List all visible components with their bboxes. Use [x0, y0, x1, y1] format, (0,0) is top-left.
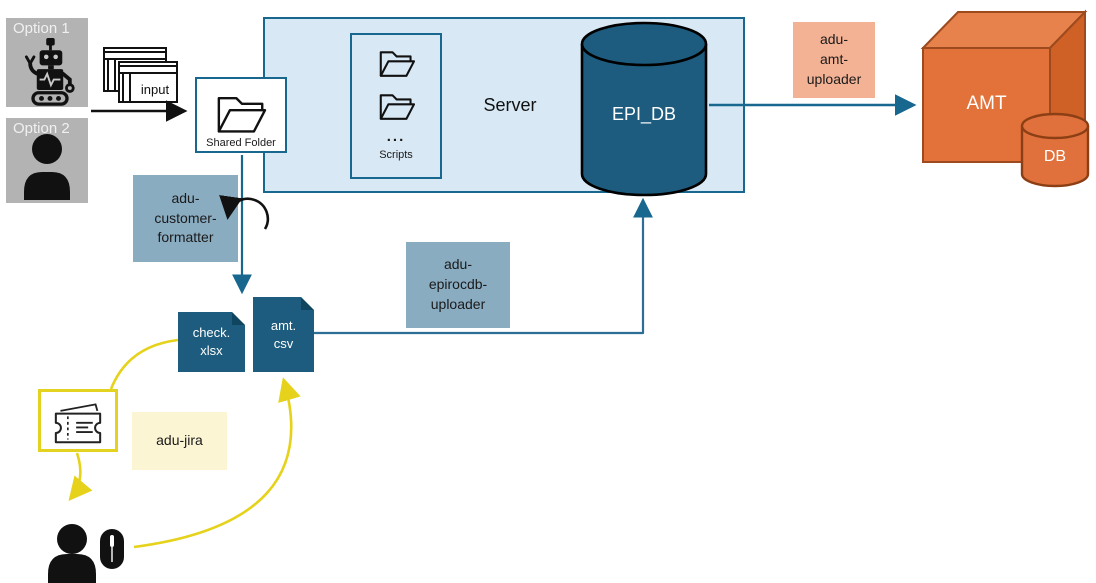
adu-epirocdb-uploader-box: adu- epirocdb- uploader — [406, 242, 510, 328]
mouse-icon — [100, 529, 124, 569]
shared-folder-box: Shared Folder — [195, 77, 287, 153]
check-xlsx-label: check. xlsx — [192, 325, 231, 358]
adu-jira-box: adu-jira — [132, 412, 227, 470]
person-icon — [24, 134, 70, 200]
user-icon — [48, 524, 96, 583]
scripts-ellipsis: ... — [386, 128, 406, 145]
amt-csv-file: amt. csv — [253, 297, 314, 372]
epi-db-label: EPI_DB — [611, 104, 677, 124]
option2-label: Option 2 — [13, 120, 70, 137]
shared-folder-label: Shared Folder — [206, 137, 276, 149]
scripts-label: Scripts — [379, 149, 413, 161]
checkxlsx-to-ticket-curve — [109, 338, 179, 390]
input-window-front-icon: input — [118, 61, 178, 103]
amt-db-cylinder — [1020, 112, 1090, 188]
option1-box: Option 1 — [6, 18, 88, 107]
scripts-box: ... Scripts — [350, 33, 442, 179]
amt-csv-label: amt. csv — [270, 317, 297, 351]
adu-amt-uploader-box: adu- amt- uploader — [793, 22, 875, 98]
epi-db-database — [580, 21, 708, 197]
option2-box: Option 2 — [6, 118, 88, 203]
check-xlsx-file: check. xlsx — [178, 312, 245, 372]
adu-customer-formatter-box: adu- customer- formatter — [133, 175, 238, 262]
ticket-icon — [54, 402, 102, 443]
amt-db-label: DB — [1043, 148, 1067, 165]
folder-icon — [379, 51, 416, 77]
input-label: input — [140, 81, 170, 97]
option1-label: Option 1 — [13, 20, 70, 37]
shared-folder-icon — [217, 97, 267, 133]
jira-ticket-box — [38, 389, 118, 452]
amt-label: AMT — [966, 93, 1007, 114]
server-label: Server — [483, 95, 537, 115]
folder-icon — [379, 94, 416, 120]
robot-icon — [24, 38, 75, 106]
ticket-to-user-arrow — [68, 452, 93, 501]
